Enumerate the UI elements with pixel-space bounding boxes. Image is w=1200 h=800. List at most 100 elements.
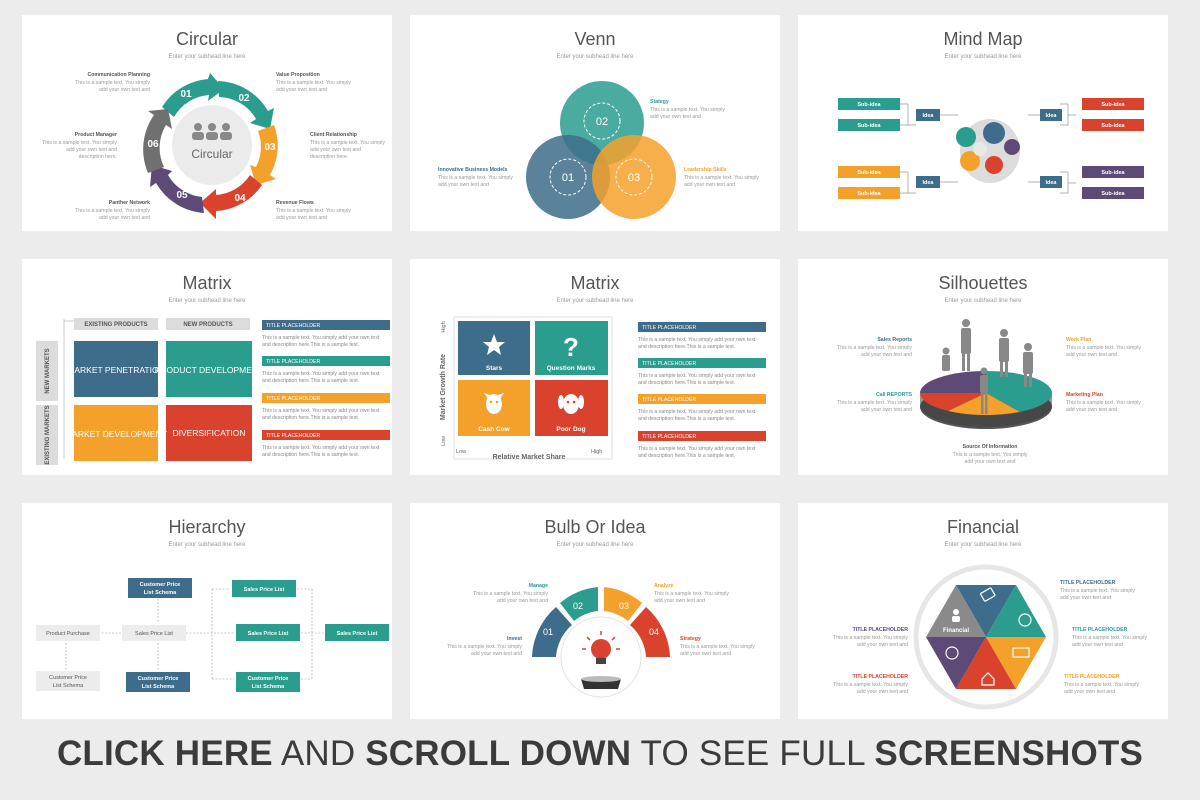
svg-text:List Schema: List Schema — [252, 684, 285, 690]
svg-text:add your own text and: add your own text and — [857, 642, 908, 648]
svg-text:This is a sample text. You sim: This is a sample text. You simply — [42, 140, 117, 146]
slide-title: Matrix — [570, 273, 620, 293]
svg-text:add your own text and: add your own text and — [310, 147, 361, 153]
silhouette-label: Call REPORTS — [876, 392, 913, 398]
slide-financial[interactable]: Financial Enter your subhead line here F… — [798, 503, 1168, 719]
svg-text:This is a sample text. You sim: This is a sample text. You simply add yo… — [638, 409, 756, 415]
step-number: 05 — [176, 190, 188, 201]
matrix-cell: Cash Cow — [478, 426, 510, 433]
slide-silhouettes[interactable]: Silhouettes Enter your subhead line here… — [798, 259, 1168, 475]
svg-text:EXISTING PRODUCTS: EXISTING PRODUCTS — [84, 322, 147, 328]
slide-hierarchy[interactable]: Hierarchy Enter your subhead line here C… — [22, 503, 392, 719]
slide-mind-map[interactable]: Mind Map Enter your subhead line here Su… — [798, 15, 1168, 231]
svg-text:This is a sample text. You sim: This is a sample text. You simply — [680, 644, 755, 650]
svg-text:This is a sample text. You sim: This is a sample text. You simply — [276, 80, 351, 86]
svg-text:02: 02 — [573, 601, 583, 611]
svg-text:add your own text and: add your own text and — [1072, 642, 1123, 648]
svg-text:This is a sample text. You sim: This is a sample text. You simply add yo… — [262, 371, 380, 377]
silhouettes-pie-diagram: Sales Reports This is a sample text. You… — [837, 319, 1141, 465]
svg-text:This is a sample text. You sim: This is a sample text. You simply — [837, 400, 912, 406]
svg-text:and description here.This is a: and description here.This is a sample te… — [262, 415, 359, 421]
svg-text:Idea: Idea — [1045, 113, 1057, 119]
slide-subhead: Enter your subhead line here — [944, 54, 1022, 60]
svg-text:Sub-idea: Sub-idea — [857, 123, 881, 129]
svg-text:Sales Price List: Sales Price List — [135, 631, 173, 637]
svg-text:add your own text and: add your own text and — [471, 651, 522, 657]
mind-map-diagram: Sub-idea Sub-idea Sub-idea Sub-idea Idea… — [838, 98, 1144, 199]
circular-diagram: Circular 01 02 03 04 05 06 Communication… — [42, 72, 385, 221]
label-heading: Value Proposition — [276, 72, 320, 78]
venn-diagram: 02 01 03 Stategy This is a sample text. … — [438, 81, 759, 219]
slide-bulb-idea[interactable]: Bulb Or Idea Enter your subhead line her… — [410, 503, 780, 719]
svg-text:Sub-idea: Sub-idea — [857, 191, 881, 197]
matrix-cell: PRODUCT DEVELOPMENT — [155, 365, 263, 375]
svg-text:Sub-idea: Sub-idea — [1101, 102, 1125, 108]
bulb-arc-diagram: 01 02 03 04 Manage This is a sample text… — [447, 583, 755, 698]
svg-text:description here.: description here. — [310, 154, 348, 160]
silhouette-label: Marketing Plan — [1066, 392, 1103, 398]
business-people-silhouette-icon — [942, 319, 1033, 414]
svg-text:Sub-idea: Sub-idea — [857, 170, 881, 176]
svg-text:Low: Low — [456, 449, 466, 455]
svg-text:add your own text and: add your own text and — [438, 182, 489, 188]
svg-text:Sub-idea: Sub-idea — [1101, 191, 1125, 197]
svg-text:TITLE PLACEHOLDER: TITLE PLACEHOLDER — [266, 396, 320, 402]
svg-text:Financial: Financial — [943, 628, 969, 634]
slide-subhead: Enter your subhead line here — [168, 54, 246, 60]
svg-text:01: 01 — [562, 172, 574, 184]
svg-text:Product Purchase: Product Purchase — [46, 631, 90, 637]
svg-text:Customer Price: Customer Price — [248, 676, 289, 682]
svg-text:This is a sample text. You sim: This is a sample text. You simply — [75, 208, 150, 214]
svg-text:TITLE PLACEHOLDER: TITLE PLACEHOLDER — [642, 397, 696, 403]
svg-text:01: 01 — [543, 627, 553, 637]
banknote-icon — [1012, 647, 1030, 658]
y-axis-label: Market Growth Rate — [440, 354, 447, 420]
svg-text:add your own text and: add your own text and — [654, 598, 705, 604]
svg-text:TITLE PLACEHOLDER: TITLE PLACEHOLDER — [642, 361, 696, 367]
svg-text:description here.: description here. — [79, 154, 117, 160]
svg-text:NEW PRODUCTS: NEW PRODUCTS — [183, 322, 232, 328]
matrix-cell: Poor Dog — [556, 426, 585, 433]
slide-circular[interactable]: Circular Enter your subhead line here Ci… — [22, 15, 392, 231]
slide-matrix-bcg[interactable]: Matrix Enter your subhead line here ? St… — [410, 259, 780, 475]
svg-text:and description here.This is a: and description here.This is a sample te… — [638, 380, 735, 386]
svg-text:add your own text and: add your own text and — [861, 352, 912, 358]
financial-placeholder: TITLE PLACEHOLDER — [1060, 580, 1116, 586]
svg-text:Sub-idea: Sub-idea — [1101, 123, 1125, 129]
svg-text:TITLE PLACEHOLDER: TITLE PLACEHOLDER — [266, 433, 320, 439]
svg-text:and description here.This is a: and description here.This is a sample te… — [638, 344, 735, 350]
svg-text:add your own text and: add your own text and — [99, 87, 150, 93]
slide-venn[interactable]: Venn Enter your subhead line here 02 01 … — [410, 15, 780, 231]
step-number: 01 — [180, 89, 192, 100]
svg-text:TITLE PLACEHOLDER: TITLE PLACEHOLDER — [642, 325, 696, 331]
svg-text:add your own text and: add your own text and — [680, 651, 731, 657]
step-number: 06 — [147, 139, 159, 150]
slide-matrix-ansoff[interactable]: Matrix Enter your subhead line here EXIS… — [22, 259, 392, 475]
slide-title: Matrix — [182, 273, 232, 293]
svg-text:02: 02 — [596, 116, 608, 128]
silhouette-label: Sales Reports — [877, 337, 912, 343]
svg-text:This is a sample text. You sim: This is a sample text. You simply — [310, 140, 385, 146]
svg-text:add your own text and: add your own text and — [276, 215, 327, 221]
people-icon — [192, 123, 232, 140]
svg-text:This is a sample text. You sim: This is a sample text. You simply — [1066, 400, 1141, 406]
svg-text:This is a sample text. You sim: This is a sample text. You simply — [438, 175, 513, 181]
svg-text:Sub-idea: Sub-idea — [857, 102, 881, 108]
scroll-down-banner[interactable]: CLICK HERE AND SCROLL DOWN TO SEE FULL S… — [56, 734, 1144, 773]
cycle-segment-01 — [162, 73, 224, 117]
financial-placeholder: TITLE PLACEHOLDER — [853, 674, 909, 680]
svg-text:03: 03 — [628, 172, 640, 184]
step-number: 03 — [264, 142, 276, 153]
slide-title: Hierarchy — [168, 517, 246, 537]
svg-text:List Schema: List Schema — [142, 684, 175, 690]
banner-click-here[interactable]: CLICK HERE — [56, 734, 273, 773]
svg-text:add your own text and: add your own text and — [1064, 689, 1115, 695]
svg-text:03: 03 — [619, 601, 629, 611]
label-heading: Client Relationship — [310, 132, 357, 138]
svg-text:This is a sample text. You sim: This is a sample text. You simply add yo… — [638, 446, 756, 452]
cycle-segments — [143, 73, 278, 219]
svg-text:This is a sample text. You sim: This is a sample text. You simply — [684, 175, 759, 181]
label-heading: Communication Planning — [87, 72, 150, 78]
svg-text:This is a sample text. You sim: This is a sample text. You simply — [833, 635, 908, 641]
